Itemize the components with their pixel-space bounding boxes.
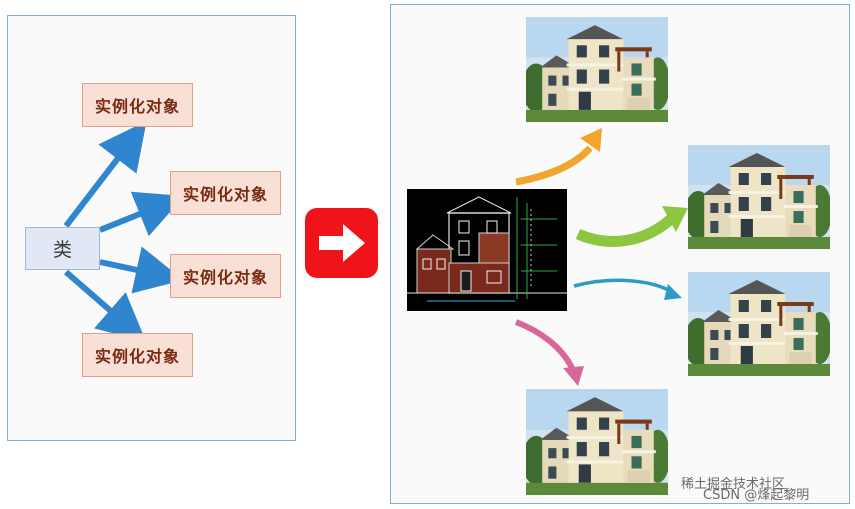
- arrow-orange-head: [580, 128, 602, 152]
- instance-box-2: 实例化对象: [170, 171, 281, 215]
- arrow-pink: [514, 319, 575, 370]
- arrow-orange: [515, 145, 593, 186]
- arrow-to-instance-1: [63, 120, 147, 228]
- arrow-to-instance-2: [98, 191, 185, 237]
- instance-box-4: 实例化对象: [82, 333, 193, 377]
- arrow-pink-head: [563, 366, 584, 386]
- transform-button: [305, 208, 378, 278]
- watermark-site: 稀土掘金技术社区: [681, 477, 786, 492]
- arrow-to-instance-4: [64, 269, 147, 342]
- arrow-teal: [573, 278, 673, 294]
- arrow-green-head: [662, 206, 688, 232]
- watermark-author: CSDN @烽起黎明: [703, 488, 810, 503]
- instance-box-3: 实例化对象: [170, 254, 281, 298]
- blueprint-drawing: [407, 189, 567, 311]
- house-blueprint: [407, 189, 567, 311]
- arrow-to-instance-3: [99, 246, 184, 294]
- right-arrow-icon: [319, 224, 365, 262]
- class-box: 类: [25, 227, 100, 270]
- arrow-teal-head: [664, 284, 682, 300]
- instance-box-1: 实例化对象: [82, 83, 193, 127]
- arrow-green: [575, 213, 676, 247]
